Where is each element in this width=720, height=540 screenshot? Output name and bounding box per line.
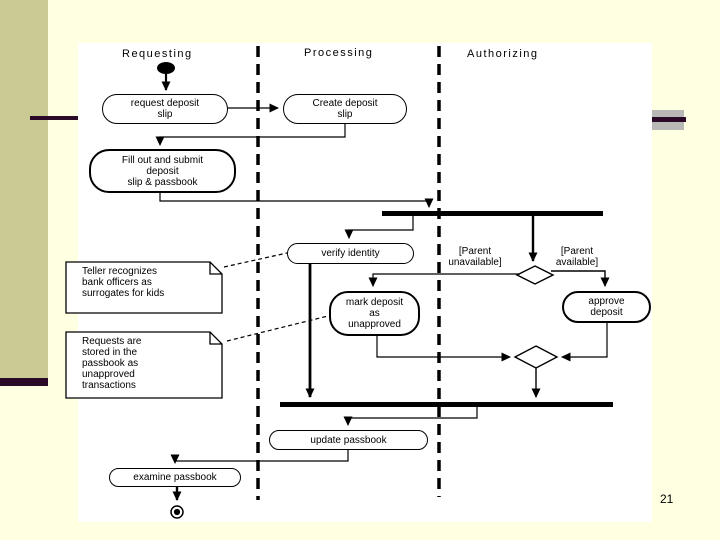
note-connector-2	[226, 315, 329, 342]
activity-update-passbook: update passbook	[269, 430, 428, 450]
final-node-inner-icon	[173, 508, 181, 516]
lane-header-processing: Processing	[304, 47, 374, 59]
lane-header-authorizing: Authorizing	[467, 48, 539, 60]
flow-fork-to-verify	[344, 216, 414, 239]
activity-mark-deposit-unapproved: mark deposit as unapproved	[329, 291, 420, 336]
decision-diamond	[515, 265, 555, 285]
flow-decision-to-mark	[368, 273, 520, 287]
flow-fill-to-fork	[159, 193, 434, 208]
note-text-teller-recognizes: Teller recognizes bank officers as surro…	[82, 266, 165, 299]
note-fold-icon	[209, 332, 222, 345]
left-accent-line	[30, 116, 78, 120]
page-number: 21	[660, 492, 674, 506]
flow-create-to-fill	[155, 123, 346, 146]
flow-join-to-update	[343, 407, 478, 426]
merge-diamond	[513, 345, 559, 369]
guard-parent-unavailable: [Parent unavailable]	[448, 246, 502, 268]
initial-node-icon	[157, 62, 175, 74]
activity-approve-deposit: approve deposit	[562, 291, 651, 323]
flow-approve-to-merge	[561, 323, 608, 362]
right-accent-line	[647, 117, 686, 122]
guard-parent-available: [Parent available]	[555, 246, 599, 268]
fork-bar	[382, 211, 603, 216]
lane-header-requesting: Requesting	[122, 48, 193, 60]
flow-update-to-examine	[170, 450, 349, 464]
activity-examine-passbook: examine passbook	[109, 468, 241, 487]
join-bar	[280, 402, 613, 407]
note-shape-2	[65, 331, 223, 399]
left-strip-bottom-bar	[0, 378, 48, 386]
activity-fill-out-and-submit: Fill out and submit deposit slip & passb…	[89, 149, 236, 193]
activity-request-deposit-slip: request deposit slip	[102, 94, 228, 124]
note-text-requests-stored: Requests are stored in the passbook as u…	[82, 336, 142, 391]
note-connector-1	[223, 252, 288, 268]
activity-verify-identity: verify identity	[287, 243, 414, 264]
flow-decision-to-approve	[551, 270, 610, 287]
note-shape-1	[65, 261, 223, 314]
note-fold-icon	[209, 262, 222, 275]
activity-create-deposit-slip: Create deposit slip	[283, 94, 407, 124]
left-olive-strip	[0, 0, 48, 379]
flow-mark-to-merge	[376, 336, 511, 362]
